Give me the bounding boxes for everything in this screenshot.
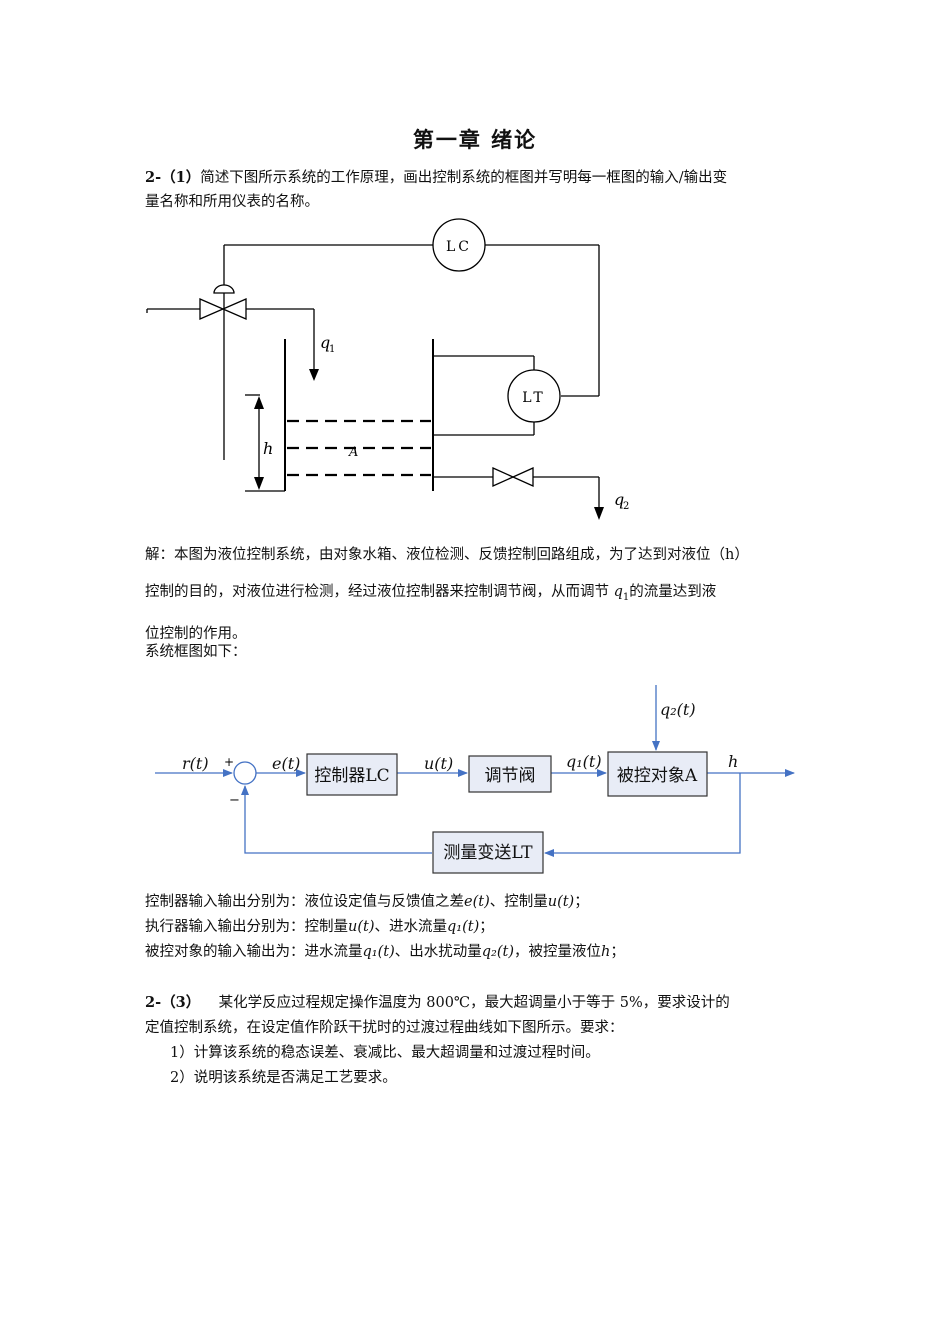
io-controller: 控制器输入输出分别为：液位设定值与反馈值之差e(t)、控制量u(t)； (145, 894, 589, 910)
height-arrow-down (254, 477, 264, 490)
u-label: u(t) (424, 754, 453, 773)
io-description: 控制器输入输出分别为：液位设定值与反馈值之差e(t)、控制量u(t)； 执行器输… (145, 890, 810, 965)
controller-label: 控制器LC (314, 766, 389, 786)
lt-label: LT (522, 390, 546, 406)
solution-q1: q (613, 584, 623, 600)
problem1-text: 2-（1）简述下图所示系统的工作原理，画出控制系统的框图并写明每一框图的输入/输… (145, 166, 810, 214)
solution-line3: 位控制的作用。 (145, 625, 247, 642)
problem1-number: 2-（1） (145, 169, 201, 186)
io-actuator: 执行器输入输出分别为：控制量u(t)、进水流量q₁(t)； (145, 919, 494, 935)
a-label: A (348, 445, 358, 460)
q1-subscript: 1 (329, 344, 335, 355)
problem1-line2: 量名称和所用仪表的名称。 (145, 194, 319, 210)
h-block-label: h (728, 752, 738, 771)
sensor-label: 测量变送LT (443, 843, 533, 863)
h-label: h (263, 439, 273, 458)
q2-label: q (614, 490, 624, 509)
problem3-item2: 2）说明该系统是否满足工艺要求。 (170, 1070, 397, 1086)
q2-subscript: 2 (623, 501, 629, 512)
lc-instrument-icon (432, 218, 486, 272)
inlet-valve-icon (199, 284, 247, 320)
valve-label: 调节阀 (485, 766, 536, 786)
tank-diagram: LC LT q 1 q 2 h A (146, 218, 629, 520)
solution-line2: 控制的目的，对液位进行检测，经过液位控制器来控制调节阀，从而调节 q1的流量达到… (145, 584, 717, 603)
block-diagram: 控制器LC 调节阀 被控对象A 测量变送LT r(t) e(t) u(t) q₁… (155, 685, 795, 874)
outlet-valve-icon (492, 466, 534, 488)
height-arrow-up (254, 396, 264, 409)
valve-block (468, 755, 552, 793)
solution-line1: 解：本图为液位控制系统，由对象水箱、液位检测、反馈控制回路组成，为了达到对液位（… (145, 547, 749, 563)
problem3-number: 2-（3） (145, 994, 201, 1011)
sensor-block (432, 831, 544, 874)
lc-label: LC (446, 239, 472, 255)
summing-junction (233, 761, 257, 785)
problem1-line1: 简述下图所示系统的工作原理，画出控制系统的框图并写明每一框图的输入/输出变 (200, 170, 728, 186)
problem3-text: 2-（3） 某化学反应过程规定操作温度为 800℃，最大超调量小于等于 5%，要… (145, 990, 810, 1091)
q1-label: q (320, 333, 330, 352)
q2-block-label: q₂(t) (660, 700, 696, 719)
lt-instrument-icon (507, 369, 561, 423)
q1-arrow (309, 369, 319, 381)
r-label: r(t) (182, 754, 209, 773)
minus-sign: − (229, 793, 240, 808)
plus-sign: + (224, 755, 234, 769)
e-label: e(t) (272, 754, 300, 773)
feedback-line-right (544, 773, 741, 857)
q1-block-label: q₁(t) (566, 752, 602, 771)
plant-label: 被控对象A (617, 766, 698, 786)
problem3-line2: 定值控制系统，在设定值作阶跃干扰时的过渡过程曲线如下图所示。要求： (145, 1020, 624, 1036)
problem3-line1: 某化学反应过程规定操作温度为 800℃，最大超调量小于等于 5%，要求设计的 (218, 995, 730, 1011)
controller-block (306, 753, 398, 796)
chapter-title: 第一章 绪论 (412, 127, 538, 152)
q2-arrow (594, 507, 604, 520)
problem3-item1: 1）计算该系统的稳态误差、衰减比、最大超调量和过渡过程时间。 (170, 1045, 600, 1061)
solution-text: 解：本图为液位控制系统，由对象水箱、液位检测、反馈控制回路组成，为了达到对液位（… (145, 537, 810, 653)
io-plant: 被控对象的输入输出为：进水流量q₁(t)、出水扰动量q₂(t)，被控量液位h； (145, 944, 625, 960)
feedback-line-left (241, 785, 432, 854)
plant-block (607, 751, 708, 797)
block-intro: 系统框图如下： (145, 644, 247, 660)
